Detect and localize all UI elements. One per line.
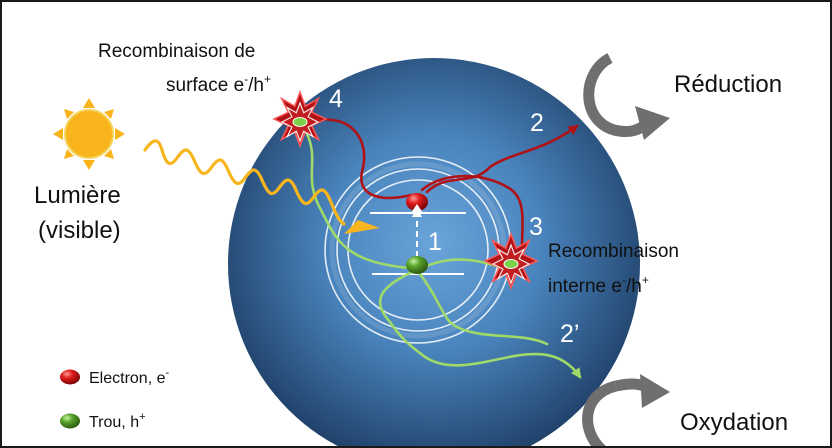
legend-electron-label: Electron, e- [89,367,169,387]
surface-recombination-dot [292,117,308,127]
hole-particle [406,256,428,274]
reduction-cycle-arrow [583,53,670,140]
step-number-3: 3 [529,213,543,241]
electron-path-to-reduction [425,124,579,194]
legend-hole-label: Trou, h+ [89,411,146,431]
electron-particle [406,193,428,211]
step-number-1: 1 [428,228,442,256]
hole-path-to-oxidation [378,268,582,379]
internal-recombination-label-line1: Recombinaison [548,241,679,262]
semiconductor-particle [228,58,640,446]
surface-recombination-label-line1: Recombinaison de [98,41,255,62]
light-wave-arrowhead [344,220,380,234]
legend-hole-marker [60,413,80,429]
oxidation-cycle-arrow [582,374,670,446]
oxidation-label: Oxydation [680,409,788,436]
light-wave [143,139,346,226]
step-number-4: 4 [329,85,343,113]
step-number-2: 2 [530,109,544,137]
light-label-line1: Lumière [34,182,121,209]
hole-path-to-surface [305,132,411,270]
internal-recombination-label-line2: interne e-/h+ [548,273,649,297]
legend: Electron, e- Trou, h+ [60,367,169,431]
surface-recombination-label-line2: surface e-/h+ [166,72,271,96]
internal-recombination-dot [503,259,519,269]
electron-arrow-tip [411,204,423,213]
light-label-line2: (visible) [38,217,121,244]
electron-path-to-internal [420,174,524,250]
sun-icon [53,98,125,170]
hole-path-middle [415,268,549,346]
reduction-label: Réduction [674,71,782,98]
step-number-2-prime: 2’ [560,320,579,348]
legend-electron-marker [60,369,80,385]
